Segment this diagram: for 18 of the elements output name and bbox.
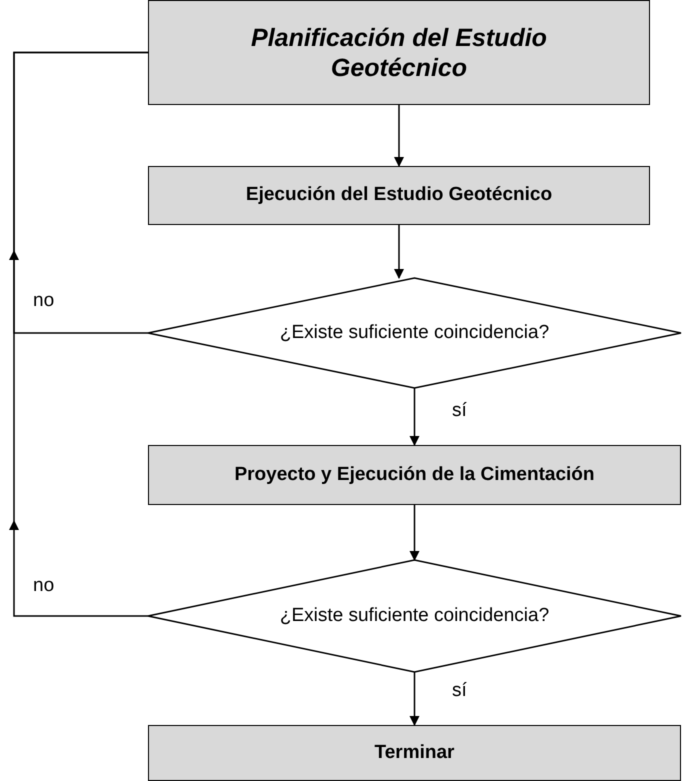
decision-text: ¿Existe suficiente coincidencia?	[278, 322, 550, 344]
step-text: Planificación del Estudio Geotécnico	[250, 22, 548, 82]
decision-text: ¿Existe suficiente coincidencia?	[278, 604, 550, 628]
step-text: Ejecución del Estudio Geotécnico	[244, 184, 554, 207]
process-box	[148, 445, 681, 505]
step-text: Terminar	[374, 742, 456, 764]
arrow	[394, 225, 404, 279]
decision-diamond	[147, 559, 682, 673]
arrow	[9, 52, 148, 617]
process-box	[148, 166, 650, 225]
process-box	[148, 725, 681, 781]
arrow	[410, 388, 420, 446]
step-text: Proyecto y Ejecución de la Cimentación	[233, 464, 596, 486]
decision-diamond	[147, 277, 682, 389]
process-box	[148, 0, 650, 105]
arrow	[410, 672, 420, 726]
arrow	[410, 505, 420, 561]
arrow	[394, 105, 404, 167]
